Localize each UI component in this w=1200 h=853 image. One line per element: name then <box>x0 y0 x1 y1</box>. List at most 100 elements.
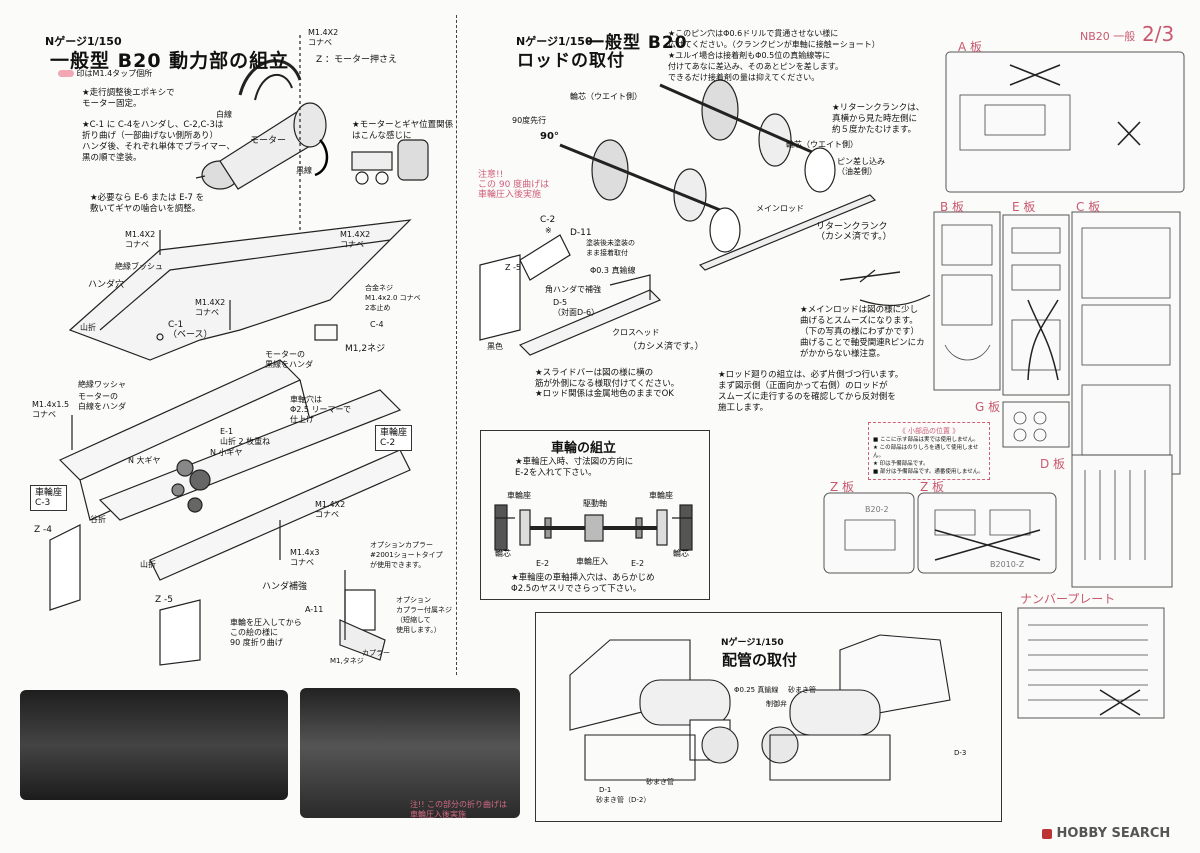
label-c4: C-4 <box>370 320 384 329</box>
label-mark: ※ <box>545 226 552 235</box>
sheet-b-label: B 板 <box>940 200 965 214</box>
label-solder-reinforce: ハンダ補強 <box>262 582 308 592</box>
label-m14x2-top: M1.4X2 コナベ <box>308 28 339 47</box>
page-number: 2/3 <box>1142 22 1175 46</box>
label-caulked-1: （カシメ済です。） <box>628 342 704 352</box>
wheel-box-note-top: ★車輪圧入時、寸法図の方向に E-2を入れて下さい。 <box>515 457 634 478</box>
label-insulating-bush: 絶縁ブッシュ <box>115 262 163 271</box>
label-z4: Z -4 <box>34 525 52 535</box>
label-d11-note: 塗装後未塗装の まま接着取付 <box>586 239 635 257</box>
legend-line-4: ■ 部分は予備部品です。通番使用しません。 <box>873 469 984 475</box>
header-code: NB20 一般 <box>1080 30 1136 43</box>
core-left: 輪芯 <box>495 549 511 558</box>
tap-legend: 印はM1.4タップ個所 <box>58 68 152 79</box>
legend-line-2: ★ この部品はのりしろを通して使用しません。 <box>873 445 979 459</box>
right-title-line1: 一般型 B20 <box>587 33 688 53</box>
label-caution-bend: 注意!! この 90 度曲げは 車輪圧入後実施 <box>478 170 550 200</box>
photo-caution-caption: 注!! この部分の折り曲げは 車輪圧入後実施 <box>410 800 507 819</box>
piping-title: 配管の取付 <box>722 651 798 669</box>
label-return-crank: リターンクランク （カシメ済です。） <box>816 222 892 242</box>
left-page-title: 一般型 B20 動力部の組立 <box>50 50 290 72</box>
piping-series: Nゲージ1/150 <box>721 638 784 648</box>
note-motor-epoxy: ★走行調整後エポキシで モーター固定。 <box>82 88 175 109</box>
parts-legend: 《 小部品の位置 》 ■ ここに示す部品は実では使用しません。 ★ この部品はの… <box>868 422 990 480</box>
label-ream-hole: 車軸穴は Φ2.5 リーマーで 仕上げ <box>290 395 352 424</box>
label-m14x2-d: M1.4X2 コナベ <box>315 500 346 519</box>
legend-title: 《 小部品の位置 》 <box>898 427 960 435</box>
label-coupler: カプラー <box>362 649 390 657</box>
label-m14x2-b: M1.4X2 コナベ <box>340 230 371 249</box>
label-solder-hole: ハンダ穴 <box>88 280 125 290</box>
piping-sand-pipe-2: 砂まき管 <box>646 778 674 786</box>
note-slide-bar: ★スライドバーは図の様に横の 筋が外側になる様取付けてください。 <box>535 368 680 389</box>
label-axle-weight: 輪芯（ウエイト側） <box>570 92 642 101</box>
label-black: 黒色 <box>487 342 503 351</box>
label-brass-wire: Φ0.3 真鍮線 <box>590 266 636 275</box>
label-90deg: 90° <box>540 131 559 142</box>
label-m1-tap: M1,タネジ <box>330 657 364 665</box>
watermark: HOBBY SEARCH <box>1042 826 1170 841</box>
piping-brass: Φ0.25 真鍮線 <box>734 686 779 694</box>
label-yamaori-2: 山折 <box>140 560 156 569</box>
sheet-z1-label: Z 板 <box>830 480 855 494</box>
label-white-wire: 白線 <box>216 110 232 119</box>
label-motor-black-solder: モーターの 黒線をハンダ <box>265 350 313 369</box>
label-z5-right: Z -5 <box>505 263 521 272</box>
label-m14x2-c: M1.4X2 コナベ <box>195 298 226 317</box>
wheel-assembly-box: 車輪の組立 ★車輪圧入時、寸法図の方向に E-2を入れて下さい。 車輪座 車輪座… <box>480 430 710 600</box>
label-z5-left: Z -5 <box>155 595 173 605</box>
legend-line-3: ★ 印は予備部品です。 <box>873 461 929 467</box>
sheet-z-code-2: B2010-Z <box>990 560 1025 569</box>
legend-line-1: ■ ここに示す部品は実では使用しません。 <box>873 437 979 443</box>
label-m14x15: M1.4x1.5 コナベ <box>32 400 70 419</box>
label-alloy-screw: 合金ネジ M1.4x2.0 コナベ 2本止め <box>365 284 421 312</box>
label-e1: E-1 山折 2 枚重ね <box>220 427 271 446</box>
watermark-text: HOBBY SEARCH <box>1056 826 1171 841</box>
sheet-z2-label: Z 板 <box>920 480 945 494</box>
sheet-c-label: C 板 <box>1076 200 1101 214</box>
sheet-d-label: D 板 <box>1040 457 1066 471</box>
left-series-label: Nゲージ1/150 <box>45 35 122 48</box>
wheel-seat-right: 車輪座 <box>649 491 673 500</box>
tap-legend-text: 印はM1.4タップ個所 <box>76 69 153 78</box>
sheet-g-label: G 板 <box>975 400 1001 414</box>
note-main-rod: ★メインロッドは図の様に少し 曲げるとスムーズになります。 （下の写真の様にわず… <box>800 305 925 359</box>
label-motor-holder: Z ：モーター押さえ <box>316 55 398 65</box>
label-m12-screw: M1,2ネジ <box>345 344 386 354</box>
chassis-photo-left <box>20 690 288 800</box>
label-c1-base: C-1 （ベース） <box>168 320 213 340</box>
e2-left: E-2 <box>536 559 550 568</box>
label-advance-90: 90度先行 <box>512 116 547 125</box>
label-d11: D-11 <box>570 228 592 238</box>
label-motor-white-solder: モーターの 白線をハンダ <box>78 392 126 411</box>
label-axle-core: 輪芯（ウエイト側） <box>786 140 858 149</box>
piping-box: Nゲージ1/150 配管の取付 Φ0.25 真鍮線 砂まき管 制御弁 D-1 砂… <box>535 612 1002 822</box>
tap-mark-icon <box>58 70 74 77</box>
label-m14x3: M1.4x3 コナベ <box>290 548 320 567</box>
sheet-a-label: A 板 <box>958 40 983 54</box>
sheet-e-label: E 板 <box>1012 200 1036 214</box>
label-wheel-seat-c3: 車輪座 C-3 <box>30 485 68 511</box>
wheel-box-title: 車輪の組立 <box>551 441 617 456</box>
note-rod-assembly: ★ロッド廻りの組立は、必ず片側づつ行います。 まず図示側（正面向かって右側）のロ… <box>718 370 904 413</box>
label-bend-note: 車輪を圧入してから この絵の様に 90 度折り曲げ <box>230 618 302 647</box>
note-return-crank: ★リターンクランクは、 真横から見た時左側に 約５度かたむけます。 <box>832 103 925 135</box>
wheel-seat-left: 車輪座 <box>507 491 531 500</box>
label-n-small-gear: N 小ギヤ <box>210 448 243 457</box>
label-wheel-seat-c2: 車輪座 C-2 <box>375 425 413 451</box>
label-c2: C-2 <box>540 215 556 225</box>
piping-sand-pipe-d2: 砂まき管（D-2） <box>596 796 651 804</box>
label-a11: A-11 <box>305 605 324 614</box>
chassis-photo-right <box>300 688 520 818</box>
label-corner-solder: 角ハンダで補強 <box>545 285 601 294</box>
e2-right: E-2 <box>631 559 645 568</box>
label-main-rod: メインロッド <box>756 204 804 213</box>
sheet-z-code-1: B20-2 <box>865 505 889 514</box>
press-label: 車輪圧入 <box>576 557 608 566</box>
column-divider <box>456 15 457 675</box>
label-option-screw: オプション カプラー付属ネジ （短縮して 使用します。） <box>396 596 452 634</box>
note-c1-solder: ★C-1 に C-4をハンダし、C-2,C-3は 折り曲げ（一部曲げない側所あり… <box>82 120 235 163</box>
wheel-box-note-bottom: ★車輪座の車軸挿入穴は、あらかじめ Φ2.5のヤスリでさらって下さい。 <box>511 573 655 594</box>
core-right: 輪芯 <box>673 549 689 558</box>
